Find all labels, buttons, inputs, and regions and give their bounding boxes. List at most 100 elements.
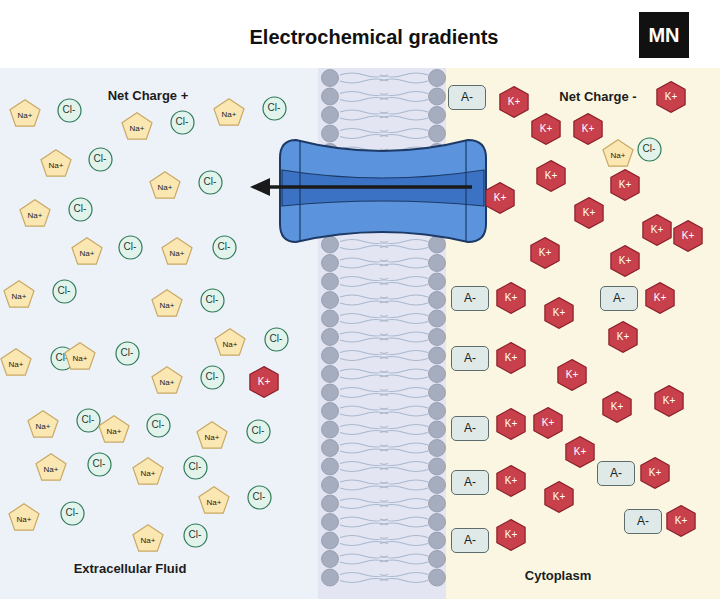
lipid-tail xyxy=(340,517,428,527)
potassium-ion: K+ xyxy=(642,214,672,246)
potassium-ion: K+ xyxy=(602,391,632,423)
potassium-ion: K+ xyxy=(610,169,640,201)
lipid-tail xyxy=(340,443,428,453)
ion-label: A- xyxy=(464,422,476,434)
ion-label: Na+ xyxy=(207,499,222,507)
lipid-tail xyxy=(340,295,428,305)
ion-label: Cl- xyxy=(268,103,281,113)
potassium-ion: K+ xyxy=(574,197,604,229)
ion-label: Na+ xyxy=(44,466,59,474)
lipid-head xyxy=(429,458,446,475)
lipid-head xyxy=(429,273,446,290)
lipid-tail xyxy=(340,314,428,324)
lipid-head xyxy=(429,329,446,346)
ion-label: K+ xyxy=(508,97,521,107)
lipid-head xyxy=(322,310,339,327)
ion-label: Cl- xyxy=(66,508,79,518)
anion-box: A- xyxy=(600,286,638,311)
potassium-ion: K+ xyxy=(530,237,560,269)
potassium-ion: K+ xyxy=(496,282,526,314)
anion-box: A- xyxy=(451,470,489,495)
chloride-ion: Cl- xyxy=(146,413,171,438)
ion-label: Cl- xyxy=(58,286,71,296)
ion-label: Cl- xyxy=(270,334,283,344)
ion-label: K+ xyxy=(617,332,630,342)
chloride-ion: Cl- xyxy=(183,455,208,480)
sodium-ion: Na+ xyxy=(132,524,164,552)
lipid-head xyxy=(322,440,339,457)
ion-label: Na+ xyxy=(49,162,64,170)
ion-label: Na+ xyxy=(36,423,51,431)
chloride-ion: Cl- xyxy=(118,235,143,260)
lipid-head xyxy=(429,495,446,512)
region-label: Net Charge + xyxy=(108,88,189,103)
anion-box: A- xyxy=(448,85,486,110)
lipid-head xyxy=(322,403,339,420)
lipid-tail xyxy=(340,554,428,564)
sodium-ion: Na+ xyxy=(602,139,634,167)
sodium-ion: Na+ xyxy=(214,328,246,356)
anion-box: A- xyxy=(451,286,489,311)
potassium-ion: K+ xyxy=(610,245,640,277)
ion-label: Cl- xyxy=(121,348,134,358)
potassium-ion: K+ xyxy=(573,113,603,145)
chloride-ion: Cl- xyxy=(87,452,112,477)
potassium-ion: K+ xyxy=(656,81,686,113)
ion-label: K+ xyxy=(505,293,518,303)
ion-label: Na+ xyxy=(611,152,626,160)
potassium-ion: K+ xyxy=(565,436,595,468)
anion-box: A- xyxy=(597,461,635,486)
ion-label: A- xyxy=(464,352,476,364)
ion-label: Cl- xyxy=(63,105,76,115)
ion-label: A- xyxy=(461,91,473,103)
sodium-ion: Na+ xyxy=(161,237,193,265)
chloride-ion: Cl- xyxy=(198,170,223,195)
potassium-ion: K+ xyxy=(536,160,566,192)
chloride-ion: Cl- xyxy=(57,98,82,123)
potassium-ion: K+ xyxy=(485,182,515,214)
flow-arrowhead xyxy=(250,178,270,196)
ion-label: A- xyxy=(464,476,476,488)
ion-label: K+ xyxy=(682,231,695,241)
lipid-head xyxy=(429,70,446,87)
lipid-tail xyxy=(340,573,428,583)
lipid-head xyxy=(322,255,339,272)
sodium-ion: Na+ xyxy=(151,366,183,394)
potassium-ion: K+ xyxy=(249,366,279,398)
logo-box: MN xyxy=(639,12,689,58)
ion-label: Na+ xyxy=(80,250,95,258)
flow-arrow xyxy=(266,185,472,189)
sodium-ion: Na+ xyxy=(19,199,51,227)
ion-label: K+ xyxy=(654,293,667,303)
ion-label: K+ xyxy=(505,530,518,540)
sodium-ion: Na+ xyxy=(196,421,228,449)
sodium-ion: Na+ xyxy=(198,486,230,514)
ion-label: K+ xyxy=(619,256,632,266)
chloride-ion: Cl- xyxy=(200,288,225,313)
ion-label: K+ xyxy=(540,124,553,134)
ion-label: Na+ xyxy=(158,184,173,192)
chloride-ion: Cl- xyxy=(246,419,271,444)
sodium-ion: Na+ xyxy=(9,99,41,127)
ion-label: A- xyxy=(464,534,476,546)
ion-label: Na+ xyxy=(73,355,88,363)
lipid-tail xyxy=(340,369,428,379)
ion-label: Cl- xyxy=(94,154,107,164)
ion-label: Na+ xyxy=(160,379,175,387)
sodium-ion: Na+ xyxy=(27,410,59,438)
ion-label: K+ xyxy=(505,353,518,363)
ion-label: K+ xyxy=(539,248,552,258)
lipid-head xyxy=(429,310,446,327)
ion-label: A- xyxy=(464,292,476,304)
lipid-head xyxy=(322,551,339,568)
potassium-ion: K+ xyxy=(496,342,526,374)
ion-label: Na+ xyxy=(223,341,238,349)
ion-label: K+ xyxy=(542,418,555,428)
lipid-head xyxy=(322,292,339,309)
channel-protein xyxy=(280,140,486,242)
ion-label: Na+ xyxy=(141,470,156,478)
ion-label: K+ xyxy=(574,447,587,457)
ion-label: Na+ xyxy=(107,428,122,436)
ion-label: Cl- xyxy=(253,492,266,502)
ion-label: K+ xyxy=(494,193,507,203)
